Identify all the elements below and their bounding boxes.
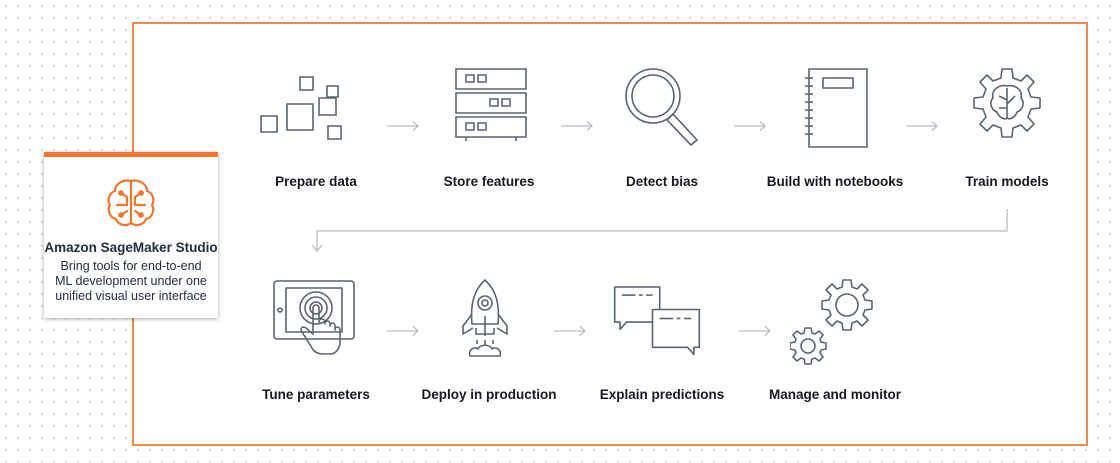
flow-arrow [554,326,586,336]
card-title: Amazon SageMaker Studio [44,240,218,255]
step-label: Build with notebooks [766,174,904,189]
gears-icon [790,278,880,368]
rocket-icon [440,278,530,368]
data-squares-icon [256,66,346,156]
brain-gear-icon [963,66,1053,156]
step-label: Train models [965,174,1049,189]
sagemaker-brain-icon [107,179,155,227]
flow-arrow [561,121,593,131]
sagemaker-studio-card: Amazon SageMaker Studio Bring tools for … [44,152,218,318]
step-label: Store features [443,174,535,189]
server-rack-icon [446,66,536,156]
step-label: Tune parameters [262,387,370,402]
card-description: Bring tools for end-to-end ML developmen… [55,259,207,303]
magnifier-icon [618,66,708,156]
flow-arrow [906,121,938,131]
flow-arrow [387,326,419,336]
tablet-touch-icon [272,278,362,368]
step-label: Deploy in production [421,387,557,402]
flow-arrow [387,121,419,131]
step-label: Prepare data [275,174,357,189]
flow-arrow [739,326,771,336]
step-label: Detect bias [625,174,699,189]
notebook-icon [792,66,882,156]
flow-arrow [734,121,766,131]
step-label: Manage and monitor [768,387,901,402]
step-label: Explain predictions [599,387,725,402]
chat-bubbles-icon [612,278,702,368]
